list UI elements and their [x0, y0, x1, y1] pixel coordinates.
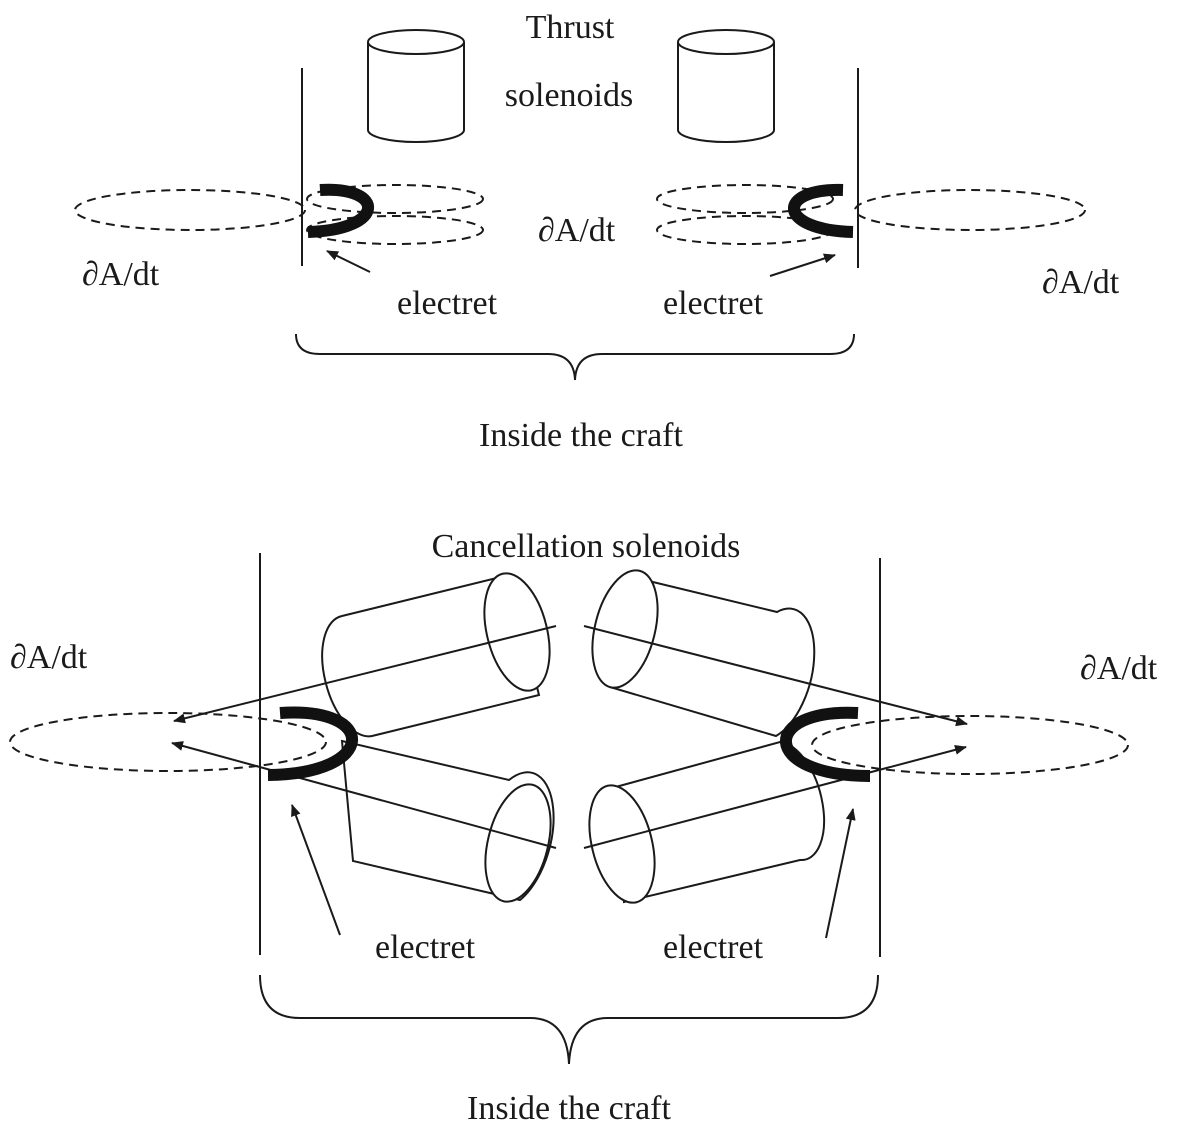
bottom-right-field-label: ∂A/dt	[1080, 650, 1158, 687]
bottom-panel: Cancellation solenoids ∂A/dt ∂A/dt elect…	[9, 528, 1158, 1124]
top-caption: Inside the craft	[479, 417, 683, 454]
top-left-field-label: ∂A/dt	[82, 256, 160, 293]
cancellation-solenoids-label: Cancellation solenoids	[432, 528, 741, 565]
top-left-outer-field-loop	[74, 189, 306, 231]
bottom-right-electret-label: electret	[663, 929, 764, 966]
top-brace	[295, 333, 855, 381]
bottom-left-electret-label: electret	[375, 929, 476, 966]
bottom-left-field-label: ∂A/dt	[10, 639, 88, 676]
top-center-field-label: ∂A/dt	[538, 212, 616, 249]
bottom-right-lower-axis-arrow	[583, 744, 967, 849]
bottom-caption: Inside the craft	[467, 1090, 671, 1124]
bottom-right-electret	[780, 706, 871, 782]
bottom-upper-right-solenoid	[591, 569, 816, 738]
top-left-inner-field-loop-1	[306, 184, 484, 214]
bottom-left-upper-axis-arrow	[173, 625, 557, 724]
top-right-inner-field-loop-1	[656, 184, 834, 214]
bottom-lower-left-solenoid	[340, 739, 555, 903]
thrust-label-line1: Thrust	[526, 9, 615, 46]
bottom-right-field-loop	[811, 715, 1129, 775]
bottom-left-electret	[267, 706, 358, 781]
top-left-inner-field-loop-2	[306, 215, 484, 245]
top-right-electret-label: electret	[663, 285, 764, 322]
bottom-brace	[259, 974, 879, 1065]
bottom-upper-left-solenoid	[321, 572, 551, 738]
top-left-electret	[307, 183, 374, 238]
top-right-field-label: ∂A/dt	[1042, 264, 1120, 301]
bottom-lower-right-solenoid	[588, 740, 826, 904]
bottom-right-electret-arrow	[825, 808, 856, 939]
top-right-solenoid	[677, 29, 775, 143]
bottom-left-lower-axis-arrow	[171, 741, 557, 849]
top-right-electret-arrow	[769, 253, 836, 277]
top-left-solenoid	[367, 29, 465, 143]
thrust-label-line2: solenoids	[505, 77, 633, 114]
top-left-electret-arrow	[326, 250, 371, 273]
top-panel: Thrust solenoids ∂A/dt ∂A/dt ∂A/dt elect…	[74, 9, 1120, 454]
top-right-electret	[788, 183, 854, 238]
top-right-outer-field-loop	[854, 189, 1086, 231]
bottom-right-upper-axis-arrow	[583, 625, 968, 727]
top-left-electret-label: electret	[397, 285, 498, 322]
bottom-left-field-loop	[9, 712, 327, 772]
bottom-left-electret-arrow	[291, 804, 341, 936]
